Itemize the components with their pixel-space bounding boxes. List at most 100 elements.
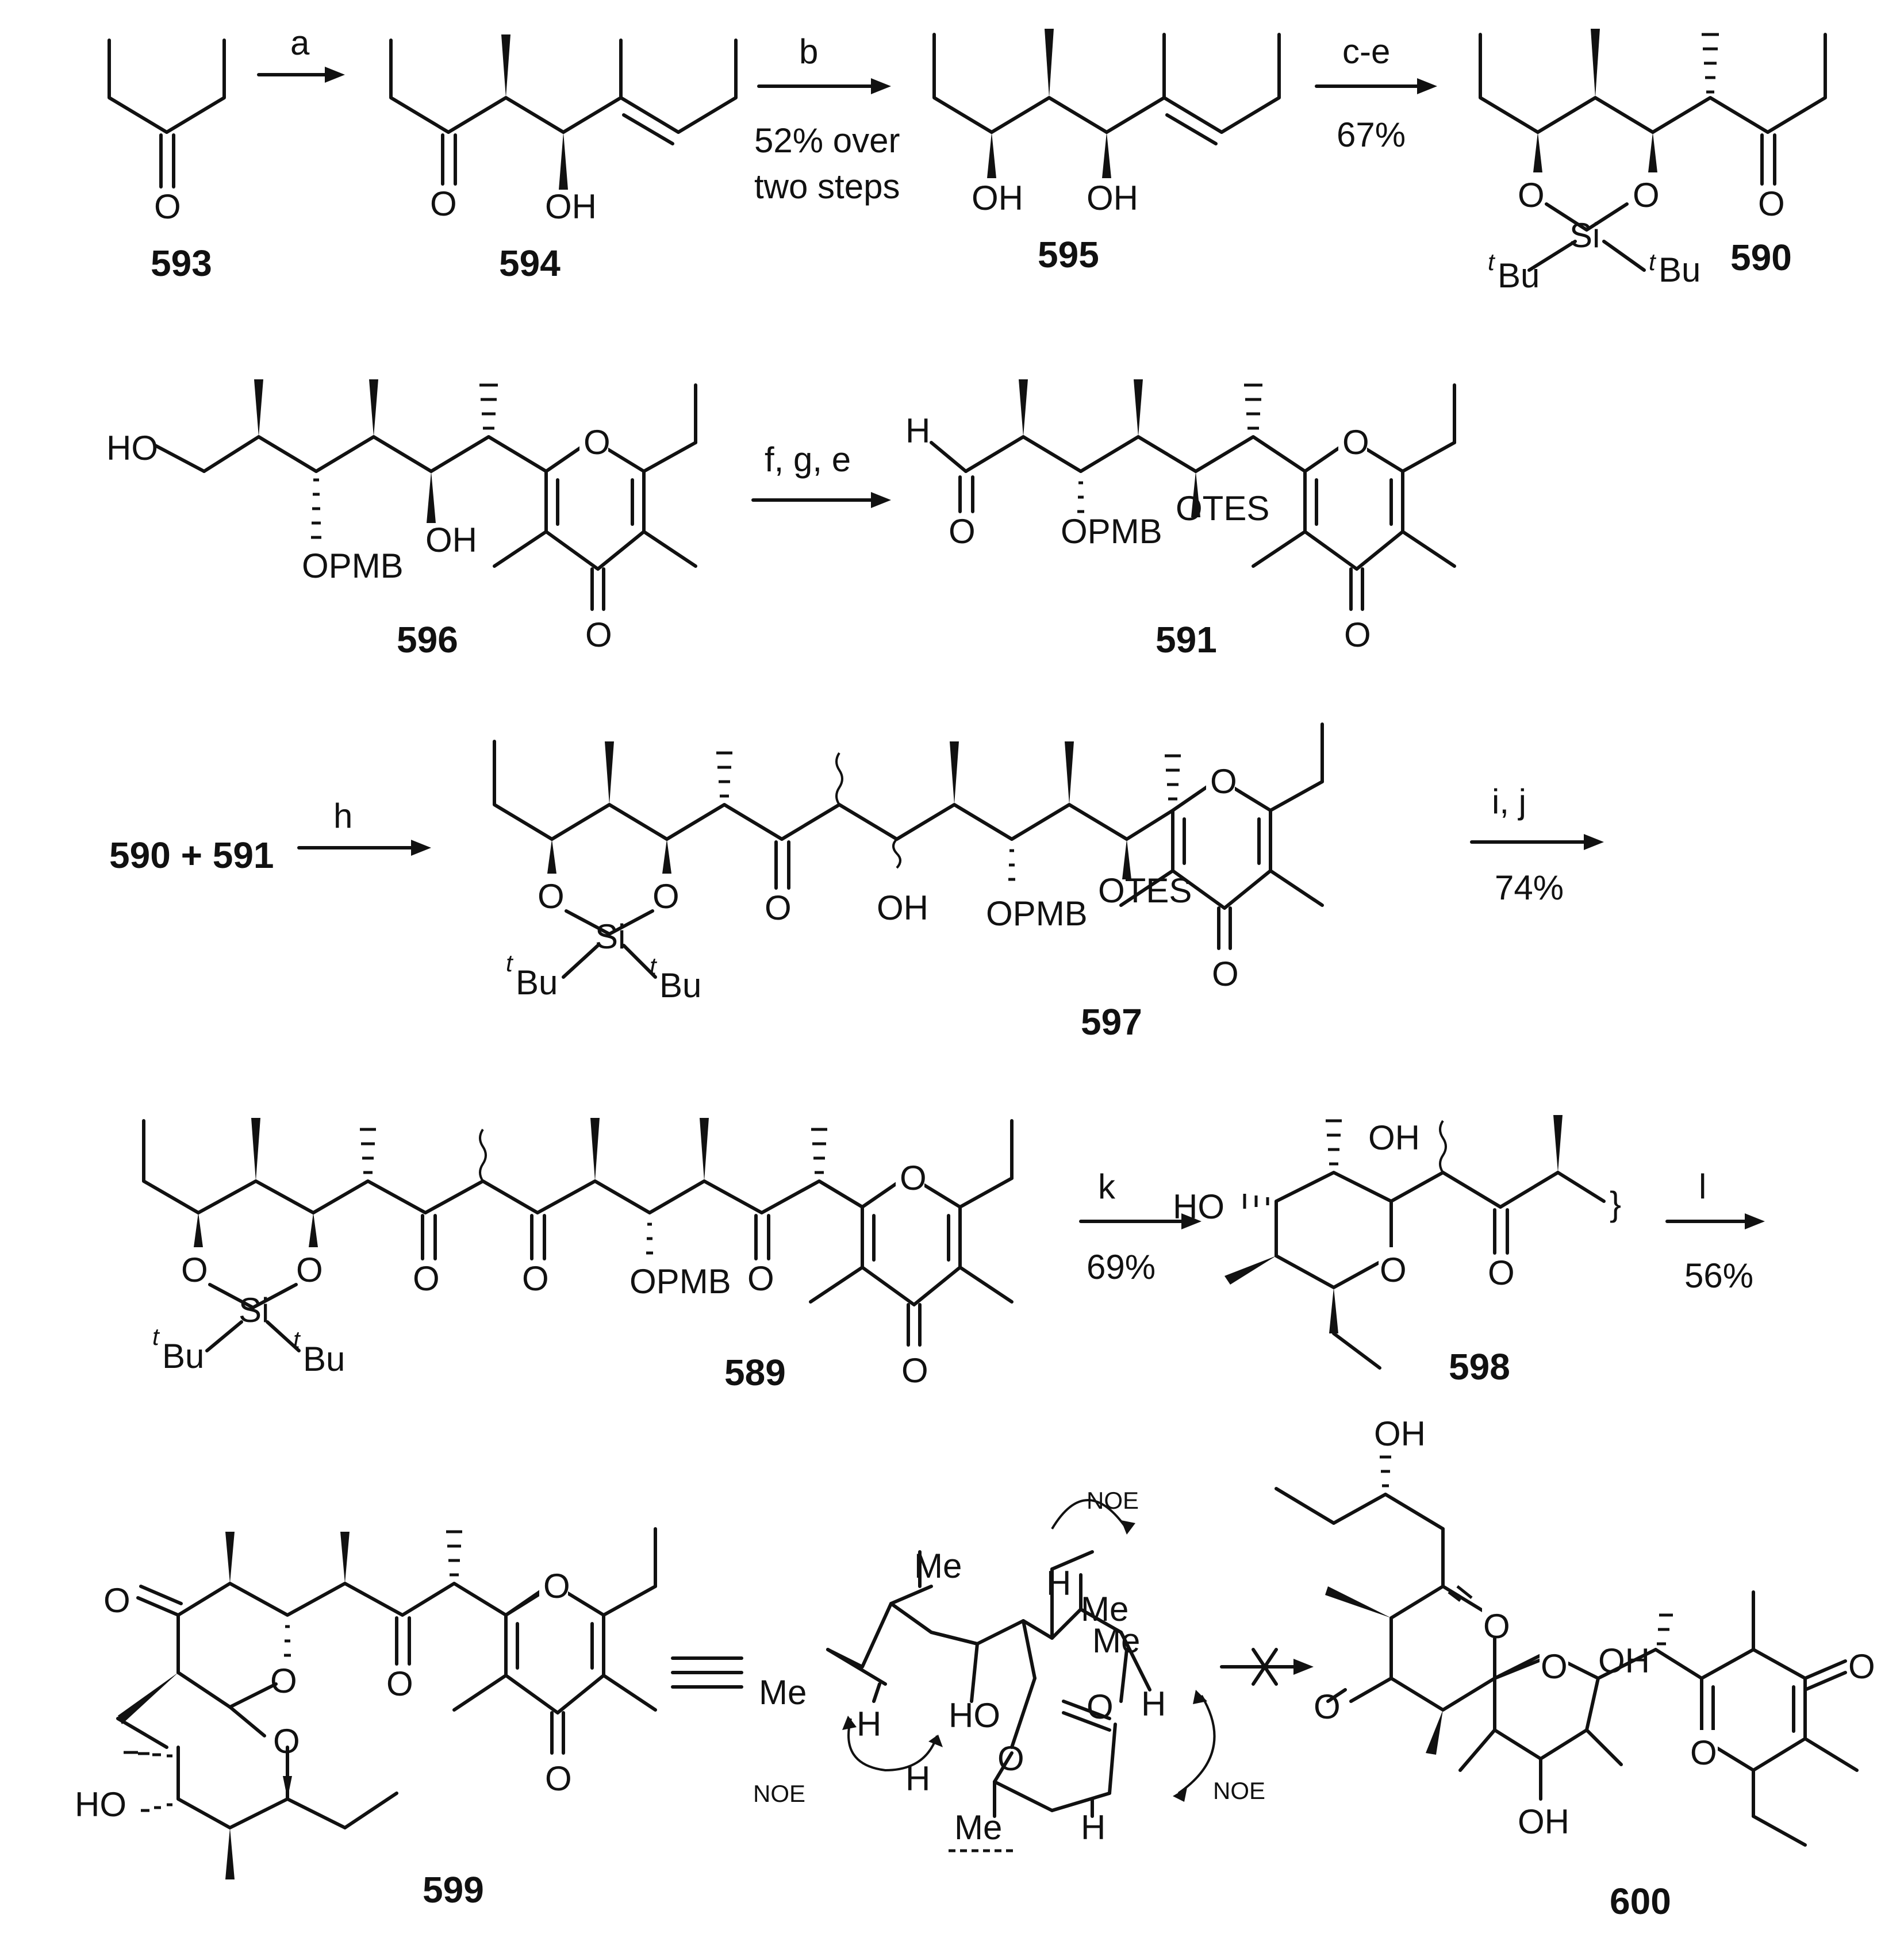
compound-number: 593 [151, 243, 212, 284]
atom-label: O [1633, 176, 1660, 214]
reaction-arrow-a: a [257, 24, 345, 83]
atom-label: OH [545, 187, 597, 226]
atom-label: O [270, 1662, 297, 1700]
compound-number: 594 [499, 243, 561, 284]
atom-label: t [506, 949, 514, 977]
step-label: b [799, 32, 818, 71]
atom-label: O [585, 616, 612, 654]
step-label: c-e [1342, 32, 1390, 71]
atom-label: H [857, 1705, 881, 1743]
step-label: k [1098, 1167, 1116, 1206]
compound-number: 589 [724, 1352, 786, 1393]
atom-label: O [1848, 1647, 1875, 1686]
atom-label: O [1210, 762, 1237, 801]
atom-label: HO [1173, 1187, 1224, 1226]
atom-label: Bu [162, 1337, 204, 1375]
atom-label: O [747, 1259, 774, 1298]
atom-label: H [905, 412, 930, 450]
atom-label: O [154, 187, 181, 226]
atom-label: O [522, 1259, 549, 1298]
atom-label: O [949, 512, 976, 551]
atom-label: Me [759, 1673, 807, 1712]
step-yield: 56% [1684, 1256, 1753, 1295]
atom-label: H [905, 1759, 930, 1798]
atom-label: O [181, 1251, 208, 1289]
atom-label: Si [1569, 216, 1600, 255]
atom-label: OH [877, 889, 928, 927]
atom-label: O [1342, 423, 1369, 462]
compound-591: O O H O OPMB OTES 591 [905, 379, 1456, 660]
compound-597: O O O O Si t Bu t Bu O OH OPMB OTES 597 [493, 722, 1324, 1043]
atom-label: OPMB [302, 547, 404, 585]
atom-label: O [1483, 1607, 1510, 1646]
atom-label: OPMB [986, 894, 1088, 933]
atom-label: HO [106, 429, 158, 467]
atom-label: H [1046, 1564, 1071, 1602]
atom-label: O [1344, 616, 1371, 654]
atom-label: OH [1087, 179, 1138, 217]
atom-label: O [1758, 184, 1785, 223]
atom-label: O [765, 889, 792, 927]
compound-number: 595 [1038, 234, 1099, 275]
noe-label: NOE [753, 1780, 805, 1807]
atom-label: OH [1518, 1802, 1569, 1841]
atom-label: H [1081, 1808, 1105, 1847]
atom-label: OH [1374, 1414, 1426, 1453]
noe-label: NOE [1087, 1487, 1139, 1514]
compound-596: O O HO OPMB OH 596 [106, 379, 697, 660]
step-yield: 74% [1495, 868, 1564, 907]
compound-number: 600 [1610, 1881, 1671, 1922]
atom-label: Bu [659, 966, 701, 1005]
reaction-arrow-l: l 56% [1665, 1167, 1765, 1295]
atom-label: O [1690, 1733, 1717, 1772]
step-yield: 67% [1337, 116, 1406, 154]
atom-label: O [545, 1759, 572, 1798]
reaction-arrow-cde: c-e 67% [1315, 32, 1437, 154]
reaction-arrow-ij: i, j 74% [1470, 782, 1604, 907]
atom-label: Bu [303, 1340, 345, 1378]
atom-label: O [1087, 1687, 1114, 1726]
atom-label: t [152, 1323, 160, 1350]
atom-label: OPMB [1061, 512, 1162, 551]
step-yield: two steps [754, 167, 900, 206]
atom-label: OPMB [629, 1262, 731, 1301]
conformer-drawing: Me Me H H Me Me H HO O O H Me H NOE NOE … [753, 1487, 1265, 1852]
atom-label: Bu [516, 963, 558, 1002]
atom-label: t [1488, 248, 1496, 275]
reaction-arrow-k: k 69% [1079, 1167, 1201, 1286]
atom-label: t [1649, 248, 1657, 275]
compound-593: O 593 [108, 39, 226, 284]
atom-label: O [543, 1567, 570, 1605]
atom-label: O [1314, 1687, 1341, 1726]
noe-label: NOE [1213, 1777, 1265, 1804]
atom-label: O [413, 1259, 440, 1298]
compound-589: O O O O Si t Bu t Bu O O OPMB O 589 [142, 1118, 1014, 1393]
atom-label: Me [914, 1547, 962, 1585]
atom-label: OH [972, 179, 1023, 217]
atom-label: HO [949, 1696, 1000, 1735]
atom-label: Me [954, 1808, 1002, 1847]
atom-label: OTES [1176, 489, 1269, 528]
compound-598: O OH HO O } 598 [1173, 1115, 1621, 1387]
atom-label: O [273, 1722, 300, 1760]
reaction-arrow-h: h [297, 797, 431, 856]
atom-label: O [997, 1739, 1024, 1778]
atom-label: O [1212, 955, 1239, 993]
compound-594: O OH 594 [389, 34, 738, 284]
compound-590: O O Si t Bu t Bu O 590 [1479, 29, 1827, 295]
compound-599: O O O O O O HO 599 [75, 1527, 657, 1910]
reactant-pair: 590 + 591 [109, 835, 274, 876]
atom-label: OTES [1098, 871, 1192, 910]
atom-label: Me [1092, 1621, 1140, 1660]
compound-number: 598 [1449, 1346, 1510, 1387]
reaction-arrow-b: b 52% over two steps [754, 32, 900, 206]
compound-595: OH OH 595 [932, 29, 1281, 275]
failed-reaction-arrow [1220, 1648, 1314, 1686]
atom-label: O [538, 877, 565, 916]
atom-label: HO [75, 1785, 126, 1824]
atom-label: Si [239, 1291, 269, 1329]
step-label: f, g, e [765, 440, 851, 479]
step-label: l [1699, 1167, 1706, 1206]
step-yield: 69% [1087, 1248, 1156, 1286]
